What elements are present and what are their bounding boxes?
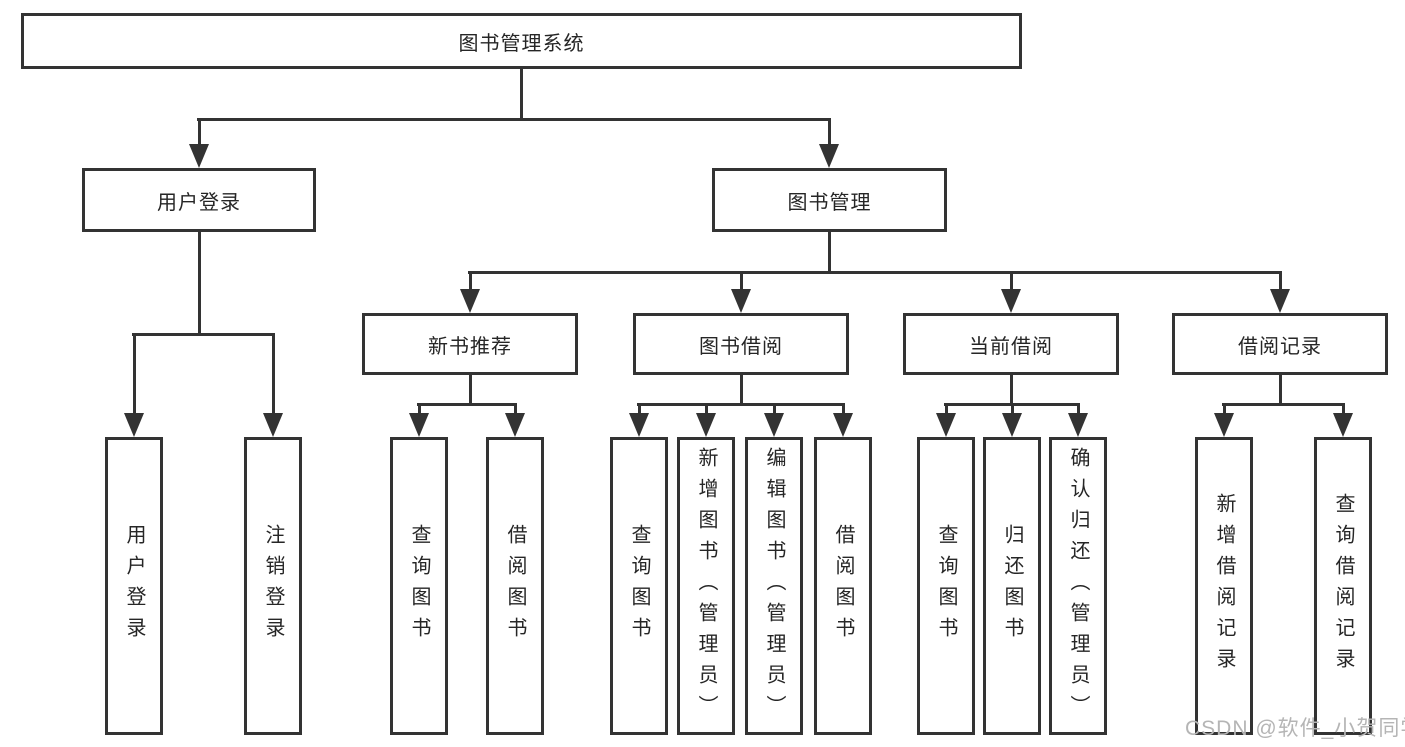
arrowhead-down-icon xyxy=(1270,289,1290,313)
leaf-add-books-admin: 新增图书（管理员） xyxy=(677,437,735,735)
node-label: 新书推荐 xyxy=(428,335,512,358)
leaf-query-books-current: 查询图书 xyxy=(917,437,975,735)
connector-line xyxy=(1077,403,1080,415)
arrowhead-down-icon xyxy=(409,413,429,437)
arrowhead-down-icon xyxy=(189,144,209,168)
node-label: 用户登录 xyxy=(123,524,145,648)
leaf-confirm-return-admin: 确认归还（管理员） xyxy=(1049,437,1107,735)
node-label: 当前借阅 xyxy=(969,335,1053,358)
connector-line xyxy=(945,403,948,415)
connector-line xyxy=(417,403,517,406)
connector-line xyxy=(1342,403,1345,415)
leaf-query-borrow-record: 查询借阅记录 xyxy=(1314,437,1372,735)
node-label: 查询图书 xyxy=(628,524,650,648)
connector-line xyxy=(1010,271,1013,289)
connector-line xyxy=(418,403,421,415)
connector-line xyxy=(133,333,136,415)
connector-line xyxy=(1223,403,1226,415)
connector-line xyxy=(1279,375,1282,403)
arrowhead-down-icon xyxy=(124,413,144,437)
connector-line xyxy=(198,118,201,148)
node-label: 查询借阅记录 xyxy=(1332,493,1354,679)
csdn-watermark: CSDN @软件_小贺同学 xyxy=(1185,717,1405,740)
arrowhead-down-icon xyxy=(505,413,525,437)
connector-line xyxy=(638,403,641,415)
connector-line xyxy=(1010,375,1013,403)
node-label: 图书管理 xyxy=(787,191,872,214)
leaf-return-books: 归还图书 xyxy=(983,437,1041,735)
arrowhead-down-icon xyxy=(696,413,716,437)
connector-line xyxy=(468,271,1282,274)
leaf-query-books-recommend: 查询图书 xyxy=(390,437,448,735)
leaf-edit-books-admin: 编辑图书（管理员） xyxy=(745,437,803,735)
node-label: 查询图书 xyxy=(935,524,957,648)
node-label: 借阅图书 xyxy=(504,524,526,648)
node-book-borrowing: 图书借阅 xyxy=(633,313,849,375)
node-label: 注销登录 xyxy=(262,524,284,648)
node-book-management-module: 图书管理 xyxy=(712,168,947,232)
connector-line xyxy=(514,403,517,415)
node-new-book-recommend: 新书推荐 xyxy=(362,313,578,375)
connector-line xyxy=(132,333,275,336)
arrowhead-down-icon xyxy=(460,289,480,313)
leaf-query-books-borrowing: 查询图书 xyxy=(610,437,668,735)
node-label: 归还图书 xyxy=(1001,524,1023,648)
connector-line xyxy=(198,232,201,333)
connector-line xyxy=(272,333,275,415)
connector-line xyxy=(828,118,831,148)
node-current-borrowing: 当前借阅 xyxy=(903,313,1119,375)
connector-line xyxy=(828,232,831,271)
connector-line xyxy=(637,403,845,406)
connector-line xyxy=(197,118,831,121)
node-user-login-module: 用户登录 xyxy=(82,168,316,232)
node-label: 图书借阅 xyxy=(699,335,783,358)
node-label: 用户登录 xyxy=(157,191,241,214)
node-label: 确认归还（管理员） xyxy=(1067,446,1089,726)
node-label: 新增图书（管理员） xyxy=(695,446,717,726)
arrowhead-down-icon xyxy=(629,413,649,437)
node-root-library-management-system: 图书管理系统 xyxy=(21,13,1022,69)
arrowhead-down-icon xyxy=(819,144,839,168)
node-label: 借阅记录 xyxy=(1238,335,1322,358)
arrowhead-down-icon xyxy=(1333,413,1353,437)
arrowhead-down-icon xyxy=(1068,413,1088,437)
connector-line xyxy=(705,403,708,415)
node-label: 编辑图书（管理员） xyxy=(763,446,785,726)
connector-line xyxy=(740,375,743,403)
arrowhead-down-icon xyxy=(833,413,853,437)
node-label: 查询图书 xyxy=(408,524,430,648)
node-label: 新增借阅记录 xyxy=(1213,493,1235,679)
node-label: 图书管理系统 xyxy=(458,32,585,55)
arrowhead-down-icon xyxy=(1002,413,1022,437)
arrowhead-down-icon xyxy=(263,413,283,437)
connector-line xyxy=(842,403,845,415)
connector-line xyxy=(740,271,743,289)
node-label: 借阅图书 xyxy=(832,524,854,648)
connector-line xyxy=(1222,403,1345,406)
arrowhead-down-icon xyxy=(1214,413,1234,437)
connector-line xyxy=(1279,271,1282,289)
arrowhead-down-icon xyxy=(764,413,784,437)
arrowhead-down-icon xyxy=(1001,289,1021,313)
leaf-borrow-books-recommend: 借阅图书 xyxy=(486,437,544,735)
leaf-logout: 注销登录 xyxy=(244,437,302,735)
connector-line xyxy=(520,69,523,118)
arrowhead-down-icon xyxy=(731,289,751,313)
connector-line xyxy=(469,375,472,403)
node-borrowing-records: 借阅记录 xyxy=(1172,313,1388,375)
connector-line xyxy=(773,403,776,415)
leaf-add-borrow-record: 新增借阅记录 xyxy=(1195,437,1253,735)
connector-line xyxy=(1011,403,1014,415)
leaf-user-login: 用户登录 xyxy=(105,437,163,735)
connector-line xyxy=(469,271,472,289)
arrowhead-down-icon xyxy=(936,413,956,437)
leaf-borrow-books: 借阅图书 xyxy=(814,437,872,735)
